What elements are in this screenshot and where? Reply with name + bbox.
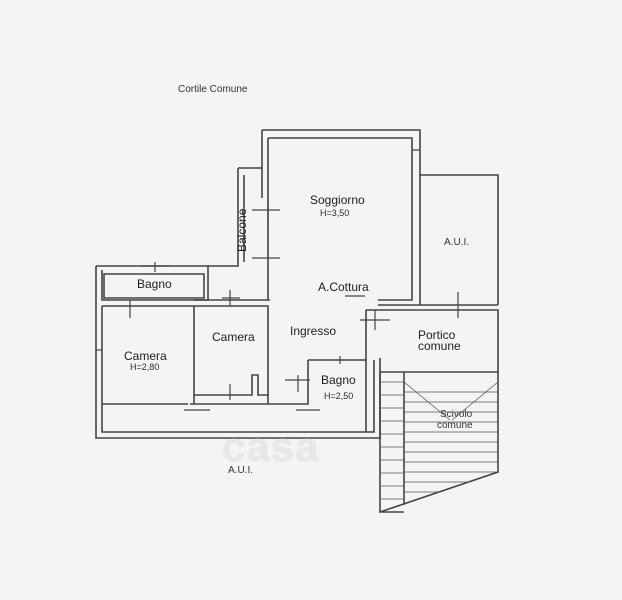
label-bagno-bottom-height: H=2,50 xyxy=(324,391,354,401)
label-scivolo: Scivolo xyxy=(440,409,473,420)
watermark: casa xyxy=(222,423,320,470)
label-scivolo-comune: comune xyxy=(437,420,473,431)
label-balcone: Balcone xyxy=(235,208,249,252)
wall-soggiorno xyxy=(261,129,421,306)
label-ingresso: Ingresso xyxy=(290,324,337,338)
wall-balcone xyxy=(208,167,262,267)
wall-aui-right xyxy=(420,174,499,306)
label-bagno-top: Bagno xyxy=(137,277,172,291)
wall-portico xyxy=(365,309,499,373)
wall-bagno-top xyxy=(103,273,205,299)
label-bagno-bottom: Bagno xyxy=(321,373,356,387)
wall-corridor xyxy=(194,395,298,405)
label-soggiorno-height: H=3,50 xyxy=(320,208,350,218)
wall-outer-inner xyxy=(101,306,375,433)
label-portico-comune: comune xyxy=(418,339,461,353)
label-aui-bottom: A.U.I. xyxy=(228,465,254,476)
label-soggiorno: Soggiorno xyxy=(310,193,365,207)
label-camera-small: Camera xyxy=(212,330,255,344)
label-camera-big-height: H=2,80 xyxy=(130,362,160,372)
label-cortile-comune: Cortile Comune xyxy=(178,84,248,95)
label-portico: Portico xyxy=(418,328,456,342)
label-a-cottura: A.Cottura xyxy=(318,280,369,294)
label-aui-right: A.U.I. xyxy=(444,237,470,248)
label-camera-big: Camera xyxy=(124,349,167,363)
wall-soggiorno-inner xyxy=(267,137,413,301)
wall-camera-big xyxy=(102,305,195,405)
wall-camera-small xyxy=(194,299,270,396)
